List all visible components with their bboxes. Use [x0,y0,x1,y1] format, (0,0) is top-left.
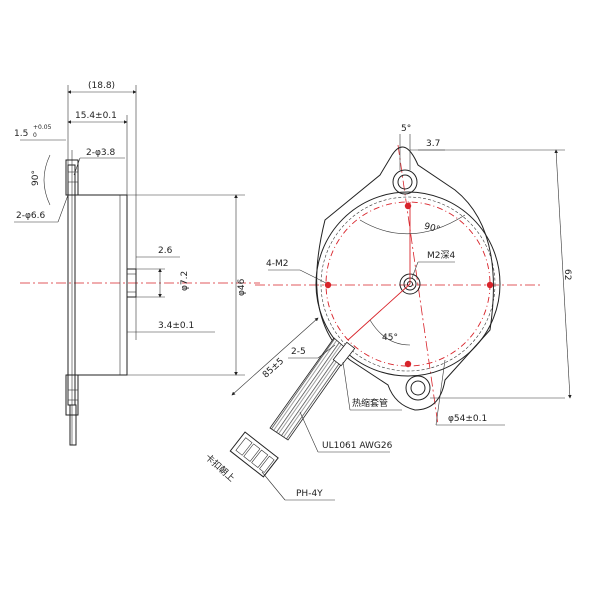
connector-pin-1 [235,437,253,456]
dim-strip-length: 2-5 [291,347,306,357]
radial-line-45 [347,283,411,341]
angle-front-45: 45° [382,333,398,343]
leader-hole-small-tip [73,157,81,176]
connector-pin-4 [259,455,275,473]
dim-shaft-offset: 2.6 [158,246,173,256]
angle-arc-90 [359,214,466,235]
flange-outline [316,146,494,411]
upper-mount-hole-inner [397,174,413,190]
label-center-thread: M2深4 [427,250,455,261]
m2-hole-right [486,281,494,289]
angle-arc-side [43,154,51,206]
m2-hole-bottom [404,360,412,368]
flange-tab [69,404,77,446]
angle-front-90: 90° [423,222,441,236]
slot-angle: 5° [401,124,411,134]
flange-plate [67,164,76,406]
angle-side-90: 90° [31,170,41,186]
motor-body-inner-circle [320,196,496,372]
front-vertical-center-line [397,144,439,426]
leader-hole-large-tip [57,194,69,223]
label-sleeve: 热缩套管 [352,397,388,409]
motor-body-circle [315,191,501,377]
dim-body-dia: φ46 [237,278,247,296]
dim-line-cable [231,317,319,396]
label-pcd: φ54±0.1 [448,414,487,424]
slot-offset: 3.7 [426,139,440,149]
heat-shrink-sleeve [332,341,356,367]
label-thread-holes: 4-M2 [266,259,288,269]
label-connector-side-note: 卡扣朝上 [203,451,238,484]
motor-body [74,194,128,376]
dim-cable-length: 85±5 [261,356,286,380]
side-view: (18.8) 15.4±0.1 1.5 +0.05 0 2-φ3.8 90° 2… [14,81,260,446]
dim-flange-tol-upper: +0.05 [33,124,52,131]
lower-mount-hole-outer [405,375,431,401]
dim-line-height [554,149,572,399]
connector-pin-3 [251,449,269,468]
connector-pin-2 [243,443,261,462]
leader-wire [299,411,319,453]
dim-shaft-dia: φ7.2 [180,271,190,291]
label-hole-small: 2-φ3.8 [86,148,115,158]
upper-mount-hole-outer [392,169,418,195]
connector-body [229,431,279,478]
lower-lug-hole [67,389,79,401]
leader-sleeve [342,361,351,411]
dim-overall-length: (18.8) [88,81,115,91]
dim-height: 62 [562,269,572,280]
angle-arc-45 [369,319,411,346]
dim-flange-tol-lower: 0 [33,132,37,139]
shaft [126,268,137,298]
leader-strip-tip [317,344,336,359]
cable-assembly [229,337,356,478]
label-connector: PH-4Y [296,489,323,499]
dim-flange-thickness: 1.5 [14,129,28,139]
upper-lug-hole [67,171,79,183]
m2-hole-left [324,281,332,289]
dim-shaft-height: 3.4±0.1 [158,321,194,331]
leader-m2-holes-tip [299,269,327,284]
lower-mount-hole-inner [410,380,426,396]
leader-connector [261,471,286,501]
leader-center-thread-tip [411,261,419,279]
label-hole-large: 2-φ6.6 [16,211,45,221]
label-wire: UL1061 AWG26 [322,441,393,451]
leader-pcd [435,359,446,426]
front-view: 5° 3.7 90° 45° 4-M2 M2深4 62 φ54±0.1 [203,124,572,501]
dim-body-length: 15.4±0.1 [75,111,117,121]
